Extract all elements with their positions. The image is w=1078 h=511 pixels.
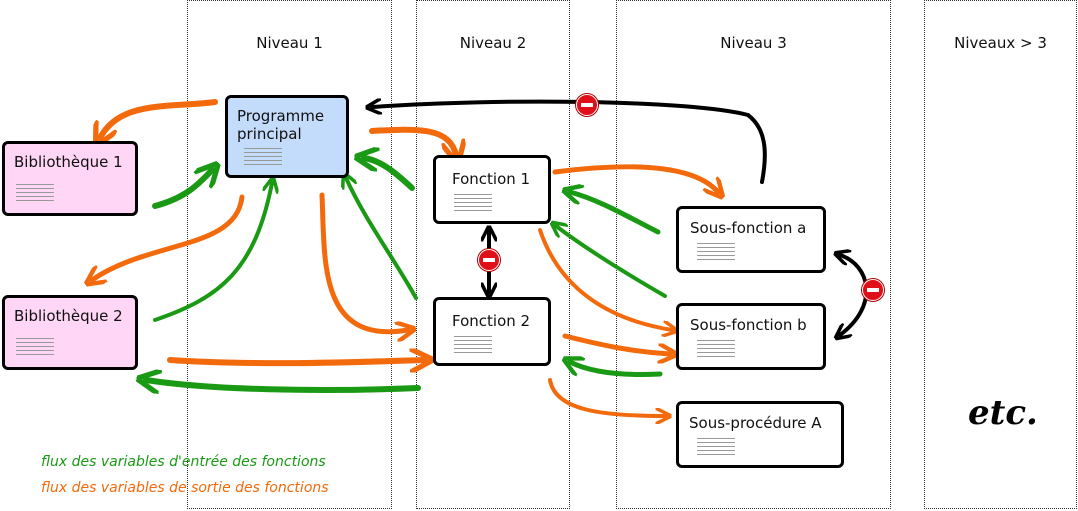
input-arrow xyxy=(570,362,663,377)
box-label: Sous-fonction a xyxy=(690,219,807,237)
input-arrow xyxy=(153,183,272,322)
box-label: Programme principal xyxy=(237,107,325,143)
library-1-box: Bibliothèque 1 xyxy=(2,141,138,216)
call-arrow xyxy=(372,102,767,184)
box-label: Sous-fonction b xyxy=(690,316,807,334)
subfunction-b-box: Sous-fonction b xyxy=(676,303,826,370)
box-label: Sous-procédure A xyxy=(689,414,822,432)
input-arrow xyxy=(346,178,418,300)
forbidden-icon xyxy=(478,249,500,271)
subprocedure-a-box: Sous-procédure A xyxy=(676,401,844,468)
box-text-lines xyxy=(16,338,54,356)
output-arrow xyxy=(100,99,218,138)
forbidden-icon xyxy=(576,94,598,116)
main-program-box: Programme principal xyxy=(225,95,349,178)
box-label: Fonction 2 xyxy=(452,312,531,330)
box-text-lines xyxy=(16,184,54,202)
output-arrow xyxy=(369,126,456,155)
input-arrow xyxy=(556,226,667,298)
box-label: Bibliothèque 1 xyxy=(14,153,123,171)
level-title: Niveau 2 xyxy=(459,34,527,52)
level-column-more: Niveaux > 3 xyxy=(924,0,1077,509)
level-column-3: Niveau 3 xyxy=(616,0,891,509)
subfunction-a-box: Sous-fonction a xyxy=(676,206,826,273)
input-arrow xyxy=(152,170,212,209)
function-1-box: Fonction 1 xyxy=(433,155,551,224)
level-title: Niveau 1 xyxy=(256,34,323,52)
output-arrow xyxy=(552,164,718,192)
level-title: Niveaux > 3 xyxy=(954,34,1047,52)
output-arrow xyxy=(538,228,672,330)
output-arrow xyxy=(562,333,670,354)
forbidden-icon xyxy=(862,279,884,301)
output-arrow xyxy=(167,360,424,363)
box-text-lines xyxy=(244,148,282,166)
box-text-lines xyxy=(454,336,492,354)
output-arrow xyxy=(92,194,245,280)
box-label: Fonction 1 xyxy=(452,170,531,188)
box-text-lines xyxy=(697,243,735,261)
output-arrow xyxy=(319,192,408,332)
input-arrow xyxy=(364,158,415,191)
legend-output: flux des variables de sortie des fonctio… xyxy=(41,480,329,496)
level-title: Niveau 3 xyxy=(720,34,787,52)
etc-label: etc. xyxy=(968,393,1038,433)
box-text-lines xyxy=(454,194,492,212)
input-arrow xyxy=(146,380,421,390)
box-text-lines xyxy=(697,438,735,456)
library-2-box: Bibliothèque 2 xyxy=(2,295,138,370)
output-arrow xyxy=(548,378,665,416)
function-2-box: Fonction 2 xyxy=(433,297,551,366)
box-label: Bibliothèque 2 xyxy=(14,307,123,325)
box-text-lines xyxy=(697,340,735,358)
legend-input: flux des variables d'entrée des fonction… xyxy=(41,454,326,470)
input-arrow xyxy=(570,192,661,235)
level-column-2: Niveau 2 xyxy=(416,0,570,509)
